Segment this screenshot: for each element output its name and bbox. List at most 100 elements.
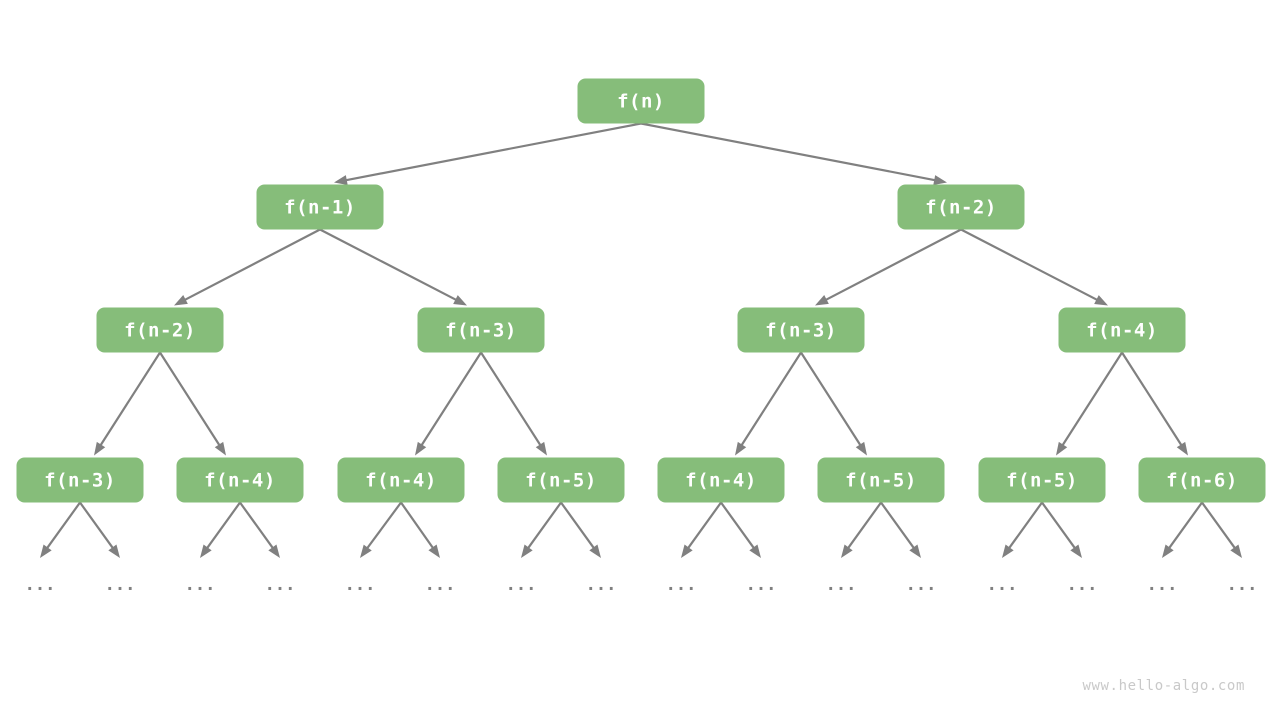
node-label: f(n-3) [445, 320, 517, 342]
edge-line [1061, 351, 1123, 447]
edge-line [420, 351, 482, 447]
edge-line [239, 501, 275, 550]
tree-node: f(n-4) [176, 457, 304, 503]
tree-edge-n5-to-n12 [800, 351, 867, 456]
edge-line [1041, 501, 1077, 550]
arrow-head-icon [855, 441, 867, 456]
ellipsis-label: ... [105, 575, 136, 595]
edge-line [99, 351, 161, 447]
ellipsis-layer: ........................................… [25, 575, 1258, 595]
node-label: f(n-5) [1006, 470, 1078, 492]
tree-edge-n0-to-n2 [640, 122, 947, 185]
tree-node: f(n-3) [417, 307, 545, 353]
node-box [337, 457, 465, 503]
stub-edge-8 [681, 501, 722, 558]
edge-line [344, 122, 642, 182]
edge-line [740, 351, 802, 447]
arrow-head-icon [1002, 544, 1014, 558]
tree-edge-n2-to-n5 [815, 228, 962, 306]
tree-edge-n4-to-n9 [415, 351, 482, 456]
edge-line [1007, 501, 1043, 550]
tree-node: f(n-4) [657, 457, 785, 503]
ellipsis-label: ... [906, 575, 937, 595]
edge-line [45, 501, 81, 550]
edge-line [640, 122, 937, 182]
node-label: f(n-2) [124, 320, 196, 342]
ellipsis-label: ... [987, 575, 1018, 595]
tree-edge-n2-to-n6 [960, 228, 1108, 306]
node-label: f(n-3) [765, 320, 837, 342]
arrow-head-icon [174, 295, 188, 306]
node-box [497, 457, 625, 503]
arrow-head-icon [200, 544, 212, 558]
node-label: f(n-4) [685, 470, 757, 492]
node-box [256, 184, 384, 230]
edge-line [846, 501, 882, 550]
ellipsis-label: ... [826, 575, 857, 595]
ellipsis-label: ... [265, 575, 296, 595]
watermark-layer: www.hello-algo.com [1082, 678, 1245, 694]
watermark-text: www.hello-algo.com [1082, 678, 1245, 694]
node-box [817, 457, 945, 503]
node-label: f(n-2) [925, 197, 997, 219]
tree-node: f(n-4) [337, 457, 465, 503]
stub-edge-2 [200, 501, 241, 558]
edge-line [79, 501, 115, 550]
node-box [1138, 457, 1266, 503]
arrow-head-icon [1056, 441, 1068, 456]
ellipsis-label: ... [345, 575, 376, 595]
edge-line [1167, 501, 1203, 550]
tree-edge-n3-to-n8 [159, 351, 226, 456]
ellipsis-label: ... [425, 575, 456, 595]
arrow-head-icon [360, 544, 372, 558]
tree-node: f(n-6) [1138, 457, 1266, 503]
arrow-head-icon [521, 544, 533, 558]
tree-edge-n1-to-n3 [174, 228, 321, 306]
edge-line [159, 351, 221, 447]
edge-line [400, 501, 435, 550]
ellipsis-label: ... [1227, 575, 1258, 595]
arrow-head-icon [94, 441, 106, 456]
tree-node: f(n-5) [497, 457, 625, 503]
arrow-head-icon [1094, 295, 1108, 306]
tree-node: f(n) [577, 78, 705, 124]
edge-line [824, 228, 962, 302]
stub-edge-0 [40, 501, 81, 558]
node-box [417, 307, 545, 353]
arrow-head-icon [1162, 544, 1174, 558]
arrow-head-icon [909, 544, 921, 558]
tree-edge-n0-to-n1 [334, 122, 642, 185]
edge-line [880, 501, 916, 550]
arrow-head-icon [334, 175, 348, 185]
node-label: f(n-4) [204, 470, 276, 492]
edge-line [1121, 351, 1183, 447]
arrow-head-icon [268, 544, 280, 558]
stub-edge-11 [880, 501, 921, 558]
node-box [577, 78, 705, 124]
tree-edge-n5-to-n11 [735, 351, 802, 456]
node-box [96, 307, 224, 353]
edge-line [183, 228, 321, 302]
arrow-head-icon [749, 544, 761, 558]
node-layer: f(n)f(n-1)f(n-2)f(n-2)f(n-3)f(n-3)f(n-4)… [16, 78, 1266, 503]
edge-line [800, 351, 862, 447]
arrow-head-icon [108, 544, 120, 558]
edge-line [205, 501, 241, 550]
stub-edge-14 [1162, 501, 1203, 558]
edge-line [480, 351, 542, 447]
node-label: f(n-3) [44, 470, 116, 492]
tree-node: f(n-2) [897, 184, 1025, 230]
ellipsis-label: ... [586, 575, 617, 595]
arrow-head-icon [589, 544, 601, 558]
arrow-head-icon [1176, 441, 1188, 456]
arrow-head-icon [415, 441, 427, 456]
arrow-head-icon [815, 295, 829, 306]
tree-edge-n6-to-n13 [1056, 351, 1123, 456]
edge-line [720, 501, 756, 550]
arrow-head-icon [933, 175, 947, 185]
ellipsis-label: ... [746, 575, 777, 595]
edge-line [319, 228, 458, 302]
node-box [1058, 307, 1186, 353]
stub-edge-layer [40, 501, 1242, 558]
